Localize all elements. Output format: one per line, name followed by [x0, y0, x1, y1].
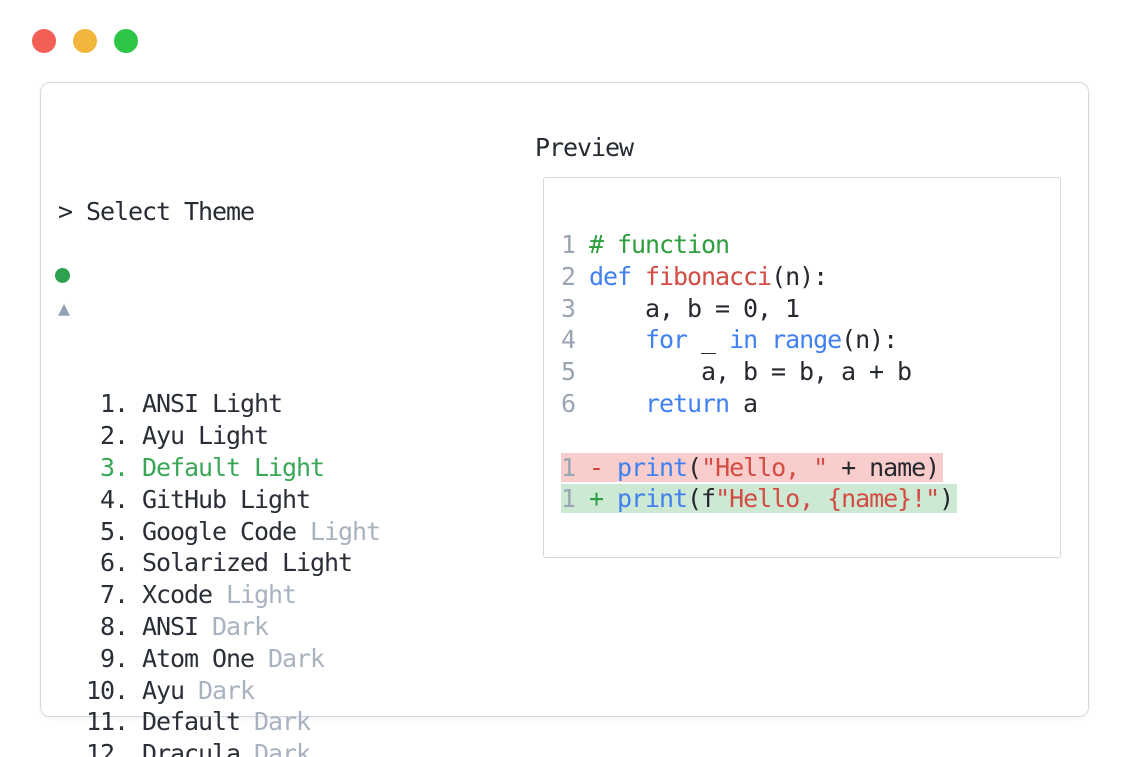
- theme-name: GitHub Light: [142, 484, 311, 514]
- line-number: 4: [561, 325, 590, 355]
- zoom-button[interactable]: [114, 29, 138, 53]
- code-line-3: 3 a, b = 0, 1: [561, 293, 800, 323]
- theme-name: Ayu: [142, 675, 185, 705]
- code-line-1: 1 # function: [561, 230, 730, 259]
- theme-selector: > Select Theme ▲ 1. ANSI Light 2. Ayu Li…: [58, 132, 884, 757]
- selected-indicator-dot: [55, 268, 70, 283]
- line-number: 1: [561, 230, 590, 259]
- theme-name: Default: [142, 707, 241, 737]
- theme-item-3[interactable]: 3. Default Light: [58, 452, 325, 482]
- line-number: 1: [561, 452, 590, 482]
- line-number: 6: [561, 388, 590, 418]
- scroll-up-icon[interactable]: ▲: [58, 295, 70, 320]
- theme-item-5[interactable]: 5. Google Code Light: [58, 516, 381, 546]
- code-line-7: [561, 420, 957, 452]
- select-theme-prompt: > Select Theme: [58, 196, 255, 226]
- diff-removed-line: 1 - print("Hello, " + name): [561, 452, 957, 484]
- diff-added-line: 1 + print(f"Hello, {name}!"): [561, 483, 958, 515]
- theme-item-8[interactable]: 8. ANSI Dark: [58, 611, 269, 641]
- theme-list: 1. ANSI Light 2. Ayu Light 3. Default Li…: [58, 388, 884, 757]
- line-number: 5: [561, 357, 590, 387]
- theme-variant-label: Light: [212, 580, 297, 610]
- close-button[interactable]: [32, 29, 56, 53]
- theme-variant-label: Dark: [240, 739, 311, 757]
- theme-variant-label: Dark: [184, 675, 255, 705]
- theme-variant-label: Dark: [254, 643, 325, 673]
- theme-name: Xcode: [142, 580, 213, 610]
- theme-variant-label: Light: [296, 516, 381, 546]
- line-number: 2: [561, 261, 590, 291]
- theme-name: Solarized Light: [142, 548, 353, 578]
- theme-name: Dracula: [142, 739, 241, 757]
- theme-name: Default Light: [142, 452, 325, 482]
- window-controls: [32, 29, 138, 53]
- code-line-6: 6 return a: [561, 388, 758, 418]
- code-line-5: 5 a, b = b, a + b: [561, 357, 912, 387]
- theme-item-11[interactable]: 11. Default Dark: [58, 707, 311, 737]
- theme-name: ANSI Light: [142, 389, 283, 419]
- theme-item-2[interactable]: 2. Ayu Light: [58, 421, 269, 451]
- theme-variant-label: Dark: [198, 611, 269, 641]
- theme-name: Ayu Light: [142, 421, 269, 451]
- minimize-button[interactable]: [73, 29, 97, 53]
- theme-item-6[interactable]: 6. Solarized Light: [58, 548, 353, 578]
- theme-item-1[interactable]: 1. ANSI Light: [58, 389, 283, 419]
- theme-name: Atom One: [142, 643, 255, 673]
- theme-item-12[interactable]: 12. Dracula Dark: [58, 738, 884, 757]
- line-number: 1: [561, 484, 590, 514]
- theme-variant-label: Dark: [240, 707, 311, 737]
- theme-item-9[interactable]: 9. Atom One Dark: [58, 643, 325, 673]
- code-line-4: 4 for _ in range(n):: [561, 325, 898, 355]
- theme-name: Google Code: [142, 516, 297, 546]
- line-number: 3: [561, 293, 590, 323]
- theme-name: ANSI: [142, 611, 199, 641]
- theme-item-4[interactable]: 4. GitHub Light: [58, 484, 311, 514]
- theme-item-7[interactable]: 7. Xcode Light: [58, 580, 297, 610]
- theme-item-10[interactable]: 10. Ayu Dark: [58, 675, 255, 705]
- preview-title: Preview: [535, 133, 634, 162]
- code-line-2: 2 def fibonacci(n):: [561, 261, 828, 291]
